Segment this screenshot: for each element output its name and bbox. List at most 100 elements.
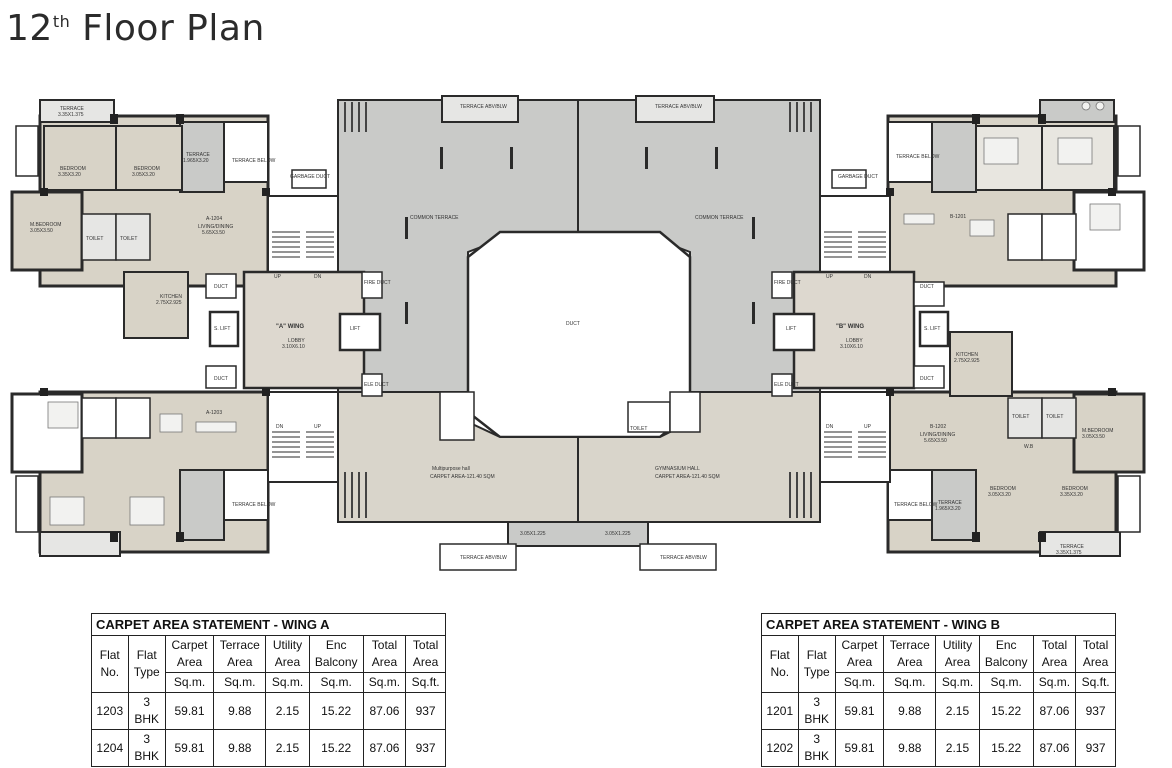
b-m-bedroom-label: M.BEDROOM: [1082, 428, 1113, 434]
cell: 2.15: [265, 729, 310, 767]
b-lobby-label: LOBBY: [846, 338, 863, 344]
cell: 1201: [761, 692, 799, 730]
unit-cell: Sq.m.: [978, 672, 1034, 693]
central-duct-label: DUCT: [566, 321, 580, 327]
header-flat-no: Flat No.: [91, 635, 129, 693]
header-utility-area: Utility Area: [265, 635, 310, 673]
a-terrace2-label: TERRACE: [186, 152, 211, 158]
header-terrace-area: Terrace Area: [883, 635, 937, 673]
gym-hall-area: CARPET AREA-121.40 SQM: [655, 474, 720, 480]
cell: 87.06: [1032, 692, 1077, 730]
b-bottom-terrace-label: TERRACE: [1060, 544, 1085, 550]
a-bedroom2-label: BEDROOM: [134, 166, 160, 172]
unit-cell: Sq.m.: [935, 672, 980, 693]
a-stair-up-label-2: UP: [314, 424, 322, 430]
b-lift-label: LIFT: [786, 326, 796, 332]
multipurpose-hall-label: Multipurpose hall: [432, 466, 470, 472]
b-1202-living-label: LIVING/DINING: [920, 432, 955, 438]
a-1203-label: A-1203: [206, 410, 222, 416]
b-ele-duct-label: ELE DUCT: [774, 382, 799, 388]
b-kitchen-dim: 2.75X2.925: [954, 358, 980, 364]
b-m-bedroom-dim: 3.05X3.50: [1082, 434, 1105, 440]
cell: 3 BHK: [127, 729, 166, 767]
b-kitchen-label: KITCHEN: [956, 352, 978, 358]
cell: 87.06: [362, 729, 407, 767]
a-toilet1-label: TOILET: [86, 236, 103, 242]
cell: 1203: [91, 692, 129, 730]
header-total-area-sqm: Total Area: [362, 635, 407, 673]
a-lobby-dim: 3.10X6.10: [282, 344, 305, 350]
unit-cell: Sq.m.: [883, 672, 937, 693]
b-stair-dn-label-2: DN: [826, 424, 834, 430]
a-lift-label: LIFT: [350, 326, 360, 332]
a-stair-up-label: UP: [274, 274, 282, 280]
a-service-lift-label: S. LIFT: [214, 326, 230, 332]
header-flat-type: Flat Type: [127, 635, 166, 693]
cell: 9.88: [883, 729, 937, 767]
b-duct1-label: DUCT: [920, 284, 934, 290]
b-1202-label: B-1202: [930, 424, 946, 430]
a-top-terrace-dim: 3.35X1.375: [58, 112, 84, 118]
header-carpet-area: Carpet Area: [834, 635, 885, 673]
a-wing-label: "A" WING: [276, 324, 304, 330]
header-total-area-sqft: Total Area: [1075, 635, 1116, 673]
b-terrace-below-bottom: TERRACE BELOW: [894, 502, 938, 508]
a-lobby-label: LOBBY: [288, 338, 305, 344]
header-utility-area: Utility Area: [935, 635, 980, 673]
a-kitchen-label: KITCHEN: [160, 294, 182, 300]
a-bedroom1-dim: 3.35X3.20: [58, 172, 81, 178]
header-total-area-sqft: Total Area: [405, 635, 446, 673]
table-row: 1203 3 BHK 59.81 9.88 2.15 15.22 87.06 9…: [91, 692, 446, 730]
cell: 9.88: [883, 692, 937, 730]
hall-toilet-label: TOILET: [630, 426, 647, 432]
b-bottom-terrace-dim: 3.35X1.375: [1056, 550, 1082, 556]
gym-hall-label: GYMNASIUM HALL: [655, 466, 700, 472]
a-1204-living-dim: 5.65X3.50: [202, 230, 225, 236]
a-toilet2-label: TOILET: [120, 236, 137, 242]
b-terrace2-label: TERRACE: [938, 500, 963, 506]
cell: 15.22: [308, 729, 364, 767]
terrace-bottom-right-label: TERRACE ABV/BLW: [660, 555, 707, 561]
header-enc-balcony: Enc Balcony: [308, 635, 364, 673]
cell: 937: [1075, 692, 1116, 730]
a-m-bedroom-dim: 3.05X3.50: [30, 228, 53, 234]
unit-cell: Sq.m.: [213, 672, 267, 693]
cell: 2.15: [935, 692, 980, 730]
b-fire-duct-label: FIRE DUCT: [774, 280, 801, 286]
wing-a-block: [10, 99, 383, 557]
a-duct1-label: DUCT: [214, 284, 228, 290]
b-bedroom2-dim: 3.35X3.20: [1060, 492, 1083, 498]
terrace-bottom-dim-right: 3.05X1.225: [605, 531, 631, 537]
carpet-area-table-wing-b: CARPET AREA STATEMENT - WING B Flat No. …: [761, 613, 1116, 767]
b-terrace-below-top: TERRACE BELOW: [896, 154, 940, 160]
a-terrace-below-top: TERRACE BELOW: [232, 158, 276, 164]
b-lobby-dim: 3.10X6.10: [840, 344, 863, 350]
a-kitchen-dim: 2.75X2.925: [156, 300, 182, 306]
header-flat-no: Flat No.: [761, 635, 799, 693]
terrace-top-left-label: TERRACE ABV/BLW: [460, 104, 507, 110]
carpet-area-table-wing-a: CARPET AREA STATEMENT - WING A Flat No. …: [91, 613, 446, 767]
cell: 937: [405, 692, 446, 730]
cell: 87.06: [1032, 729, 1077, 767]
unit-cell: Sq.m.: [265, 672, 310, 693]
a-top-terrace-label: TERRACE: [60, 106, 85, 112]
a-ele-duct-label: ELE DUCT: [364, 382, 389, 388]
header-total-area-sqm: Total Area: [1032, 635, 1077, 673]
a-terrace-below-bottom: TERRACE BELOW: [232, 502, 276, 508]
b-toilet2-label: TOILET: [1046, 414, 1063, 420]
unit-cell: Sq.m.: [834, 672, 885, 693]
cell: 15.22: [978, 692, 1034, 730]
cell: 1204: [91, 729, 129, 767]
b-garbage-duct-label: GARBAGE DUCT: [838, 174, 878, 180]
a-terrace2-dim: 1.965X3.20: [183, 158, 209, 164]
header-flat-type: Flat Type: [797, 635, 836, 693]
b-stair-dn-label: DN: [864, 274, 872, 280]
cell: 937: [405, 729, 446, 767]
cell: 1202: [761, 729, 799, 767]
terrace-top-right-label: TERRACE ABV/BLW: [655, 104, 702, 110]
floor-plan: COMMON TERRACE COMMON TERRACE DUCT TERRA…: [10, 95, 1146, 571]
unit-cell: Sq.ft.: [405, 672, 446, 693]
b-wb-label: W.B: [1024, 444, 1034, 450]
a-1204-label: A-1204: [206, 216, 222, 222]
terrace-bottom-dim-left: 3.05X1.225: [520, 531, 546, 537]
